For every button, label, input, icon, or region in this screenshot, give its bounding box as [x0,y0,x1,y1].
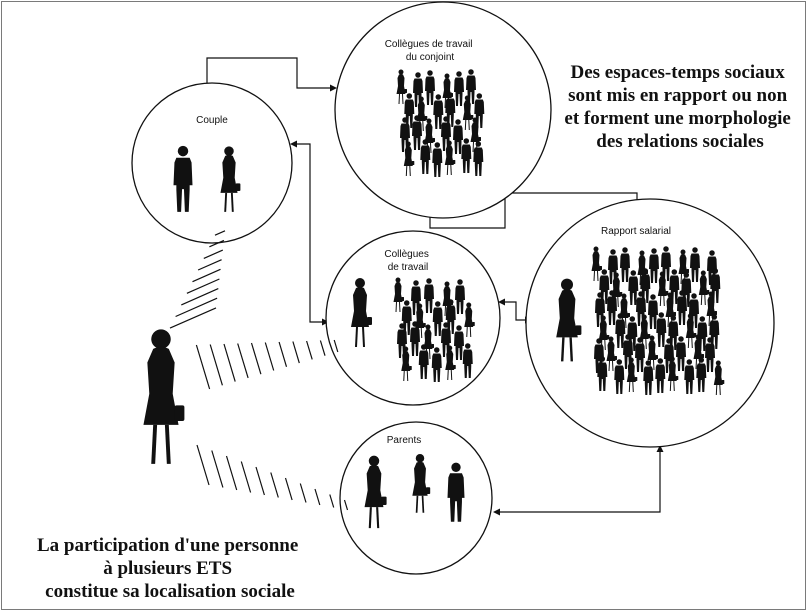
ray-to-couple [192,268,221,283]
ray-to-couple [175,297,218,318]
arrowhead [330,84,337,92]
ray-to-coworkers [278,341,288,367]
ray-to-couple [197,259,222,271]
ray-to-parents [240,461,252,493]
ray-to-coworkers [223,343,236,382]
ray-to-couple [181,288,219,306]
arrowhead [290,140,297,148]
ray-to-parents [196,444,210,486]
circle-coworkers [325,230,501,406]
ray-to-parents [284,477,293,501]
arrowhead [493,508,500,516]
circle-couple [131,82,293,244]
ray-to-coworkers [333,339,339,353]
arrowhead [656,445,664,452]
connector-couple-coworkers [293,143,326,323]
ray-to-parents [343,499,349,511]
ray-to-couple [209,239,225,248]
ray-to-couple [186,278,220,294]
ray-to-couple [203,249,224,259]
connector-parents-wage [496,448,661,513]
couple-label: Couple [196,115,228,126]
ray-to-coworkers [250,342,262,375]
ray-to-parents [255,466,265,496]
ray-to-coworkers [306,340,313,360]
ray-to-parents [329,494,335,508]
main-person-silhouette [143,329,185,464]
ray-to-couple [214,230,226,236]
ray-to-coworkers [264,342,275,371]
parents-label: Parents [387,435,421,446]
participation-rays [169,230,349,511]
connector-coworkers-wage [501,301,529,321]
ray-to-coworkers [209,344,223,386]
connector-couple-spouse-coworkers [206,57,334,92]
ray-to-couple [169,307,217,329]
spouse-coworkers-label: Collègues de travail du conjoint [385,39,476,63]
coworkers-label: Collègues de travail [384,249,431,273]
ray-to-coworkers [195,344,211,390]
connector-lines [206,57,661,513]
ray-to-parents [270,472,279,498]
ray-to-parents [299,483,307,503]
ray-to-parents [314,488,321,506]
diagram-caption: La participation d'une personne à plusie… [37,535,303,602]
ray-to-coworkers [319,340,326,356]
diagram-title: Des espaces-temps sociaux sont mis en ra… [564,62,795,152]
arrowhead [498,298,505,306]
ray-to-coworkers [292,341,300,364]
ray-to-coworkers [237,343,249,379]
ray-to-parents [225,455,238,491]
connector-spouse-coworkers-wage [429,192,638,229]
wage-relation-label: Rapport salarial [601,226,671,237]
ray-to-parents [211,450,224,488]
